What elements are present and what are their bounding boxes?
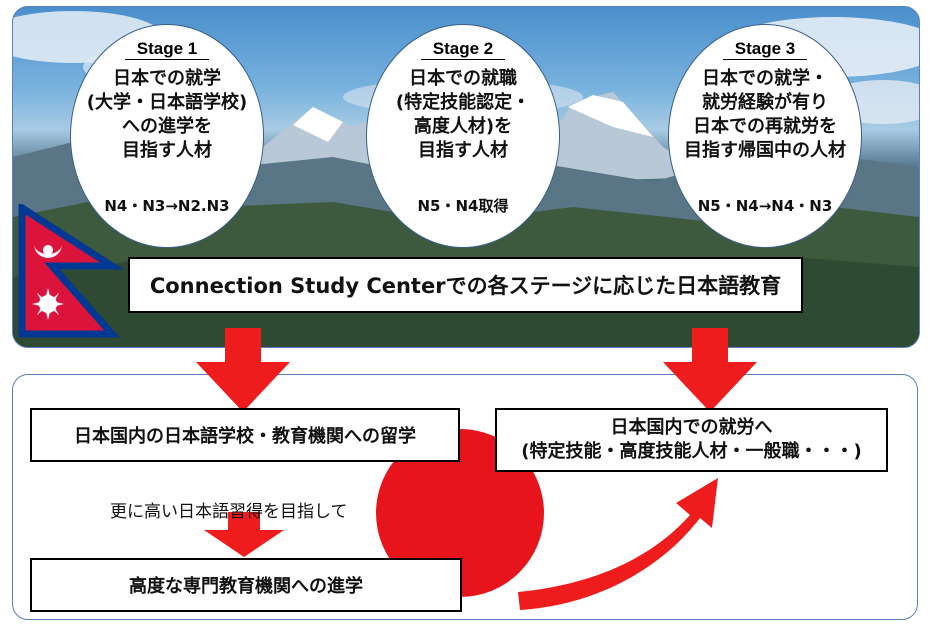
down-arrow-icon (204, 512, 284, 557)
stage-2-title: Stage 2 (367, 39, 559, 60)
stage-1-title: Stage 1 (71, 39, 263, 60)
study-abroad-box: 日本国内の日本語学校・教育機関への留学 (30, 408, 460, 462)
higher-japanese-note: 更に高い日本語習得を目指して (110, 502, 348, 522)
work-line-2: (特定技能・高度技能人材・一般職・・・) (521, 441, 862, 462)
stage-2-description: 日本での就職 (特定技能認定・ 高度人材)を 目指す人材 (395, 68, 531, 161)
stage-2-circle: Stage 2 日本での就職 (特定技能認定・ 高度人材)を 目指す人材 N5・… (366, 24, 560, 248)
stage-1-circle: Stage 1 日本での就学 (大学・日本語学校) への進学を 目指す人材 N4… (70, 24, 264, 248)
stage-1-description: 日本での就学 (大学・日本語学校) への進学を 目指す人材 (86, 68, 248, 161)
curved-arrow-icon (518, 478, 718, 610)
stage-3-circle: Stage 3 日本での就学・ 就労経験が有り 日本での再就労を 目指す帰国中の… (668, 24, 862, 248)
stage-2-level: N5・N4取得 (417, 197, 509, 215)
higher-education-box: 高度な専門教育機関への進学 (30, 558, 462, 612)
work-in-japan-box: 日本国内での就労へ (特定技能・高度技能人材・一般職・・・) (495, 408, 888, 472)
center-education-label: Connection Study Centerでの各ステージに応じた日本語教育 (128, 257, 803, 313)
stage-3-title: Stage 3 (669, 39, 861, 60)
nepal-flag-icon (18, 204, 124, 338)
stage-1-level: N4・N3→N2.N3 (104, 197, 230, 215)
stage-3-level: N5・N4→N4・N3 (697, 197, 833, 215)
down-arrow-icon (663, 328, 757, 412)
work-line-1: 日本国内での就労へ (610, 417, 773, 438)
down-arrow-icon (196, 328, 290, 412)
stage-3-description: 日本での就学・ 就労経験が有り 日本での再就労を 目指す帰国中の人材 (684, 68, 846, 161)
